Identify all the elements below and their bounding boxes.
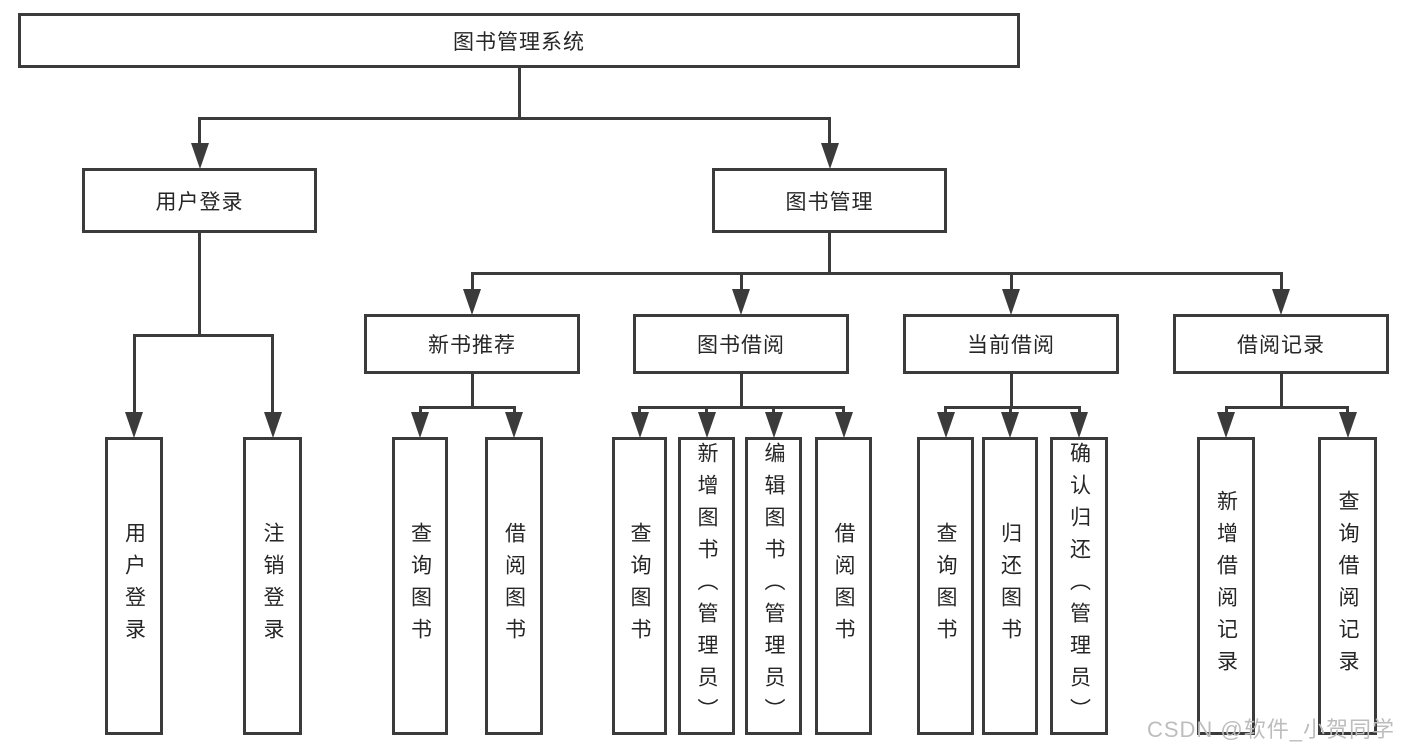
connector-line-horizontal [418,405,516,409]
node-query-book-new: 查询图书 [392,437,448,735]
arrowhead-down-icon [505,412,523,438]
arrowhead-down-icon [820,143,839,169]
node-label: 借阅图书 [502,522,526,650]
arrowhead-down-icon [1272,289,1290,315]
arrowhead-down-icon [764,412,783,438]
arrowhead-down-icon [411,412,429,438]
arrowhead-down-icon [936,412,955,438]
node-label: 图书管理系统 [453,30,585,54]
connector-line-vertical [1009,273,1013,292]
connector-line-vertical [1009,374,1013,407]
node-label: 确认归还（管理员） [1067,442,1091,730]
node-query-book-borrow: 查询图书 [612,437,667,735]
arrowhead-down-icon [463,289,481,315]
node-user-login: 用户登录 [82,168,317,233]
connector-line-vertical [1224,407,1228,415]
node-add-book: 新增图书（管理员） [678,437,735,735]
watermark-text: CSDN @软件_小贺同学 [1146,717,1395,742]
connector-line-vertical [705,407,708,415]
node-label: 借阅记录 [1237,334,1325,357]
connector-line-vertical [1008,407,1012,415]
node-new-book-rec: 新书推荐 [364,314,580,374]
arrowhead-down-icon [125,412,143,438]
connector-line-vertical [944,407,947,415]
node-root: 图书管理系统 [18,13,1020,68]
node-label: 图书管理 [785,190,874,214]
arrowhead-down-icon [834,412,853,438]
node-label: 注销登录 [261,522,284,650]
node-label: 新增图书（管理员） [695,442,718,730]
node-borrow-record: 借阅记录 [1173,314,1389,374]
node-label: 借阅图书 [832,522,855,650]
connector-line-vertical [470,374,474,407]
connector-line-vertical [828,118,831,146]
arrowhead-down-icon [263,412,282,438]
connector-line-vertical [470,273,474,292]
connector-line-vertical [828,233,831,273]
connector-line-vertical [1279,273,1283,292]
connector-line-horizontal [132,333,274,337]
node-query-book-current: 查询图书 [917,437,974,735]
arrowhead-down-icon [630,412,649,438]
node-login: 用户登录 [105,437,163,735]
node-edit-book: 编辑图书（管理员） [745,437,802,735]
connector-line-vertical [517,68,521,118]
node-book-mgmt: 图书管理 [712,168,947,233]
connector-line-vertical [1077,407,1081,415]
connector-line-vertical [772,407,775,415]
connector-line-vertical [1279,374,1283,407]
node-confirm-return: 确认归还（管理员） [1050,437,1108,735]
node-borrow-book-borrow: 借阅图书 [815,437,872,735]
node-label: 新增借阅记录 [1214,490,1238,682]
connector-line-horizontal [198,116,831,120]
node-query-borrow-record: 查询借阅记录 [1318,437,1377,735]
node-borrow-book-new: 借阅图书 [485,437,543,735]
arrowhead-down-icon [1001,412,1019,438]
node-logout: 注销登录 [243,437,302,735]
node-label: 查询图书 [408,522,432,650]
connector-line-vertical [198,233,201,335]
connector-line-vertical [842,407,845,415]
arrowhead-down-icon [697,412,716,438]
node-label: 查询图书 [934,522,957,650]
node-label: 归还图书 [998,522,1022,650]
node-label: 编辑图书（管理员） [762,442,785,730]
connector-line-vertical [271,335,274,415]
connector-line-horizontal [638,405,845,409]
arrowhead-down-icon [1070,412,1088,438]
arrowhead-down-icon [1002,289,1020,315]
connector-line-vertical [1346,407,1349,415]
arrowhead-down-icon [1217,412,1235,438]
node-label: 查询图书 [628,522,651,650]
connector-line-vertical [739,374,743,407]
connector-line-vertical [739,273,743,292]
node-label: 图书借阅 [697,334,785,357]
arrowhead-down-icon [732,289,750,315]
connector-line-horizontal [944,405,1081,409]
connector-line-vertical [418,407,422,415]
node-return-book: 归还图书 [982,437,1038,735]
node-label: 查询借阅记录 [1336,490,1359,682]
arrowhead-down-icon [1338,412,1357,438]
connector-line-vertical [198,118,201,146]
connector-line-vertical [512,407,516,415]
node-add-borrow-record: 新增借阅记录 [1197,437,1255,735]
connector-line-vertical [638,407,641,415]
node-current-borrow: 当前借阅 [903,314,1119,374]
arrowhead-down-icon [190,143,209,169]
connector-line-horizontal [1224,405,1349,409]
node-label: 当前借阅 [967,334,1055,357]
connector-line-horizontal [470,271,1283,275]
node-book-borrow: 图书借阅 [633,314,849,374]
node-label: 用户登录 [122,522,146,650]
connector-line-vertical [132,335,136,415]
node-label: 用户登录 [155,190,244,214]
node-label: 新书推荐 [428,334,516,357]
